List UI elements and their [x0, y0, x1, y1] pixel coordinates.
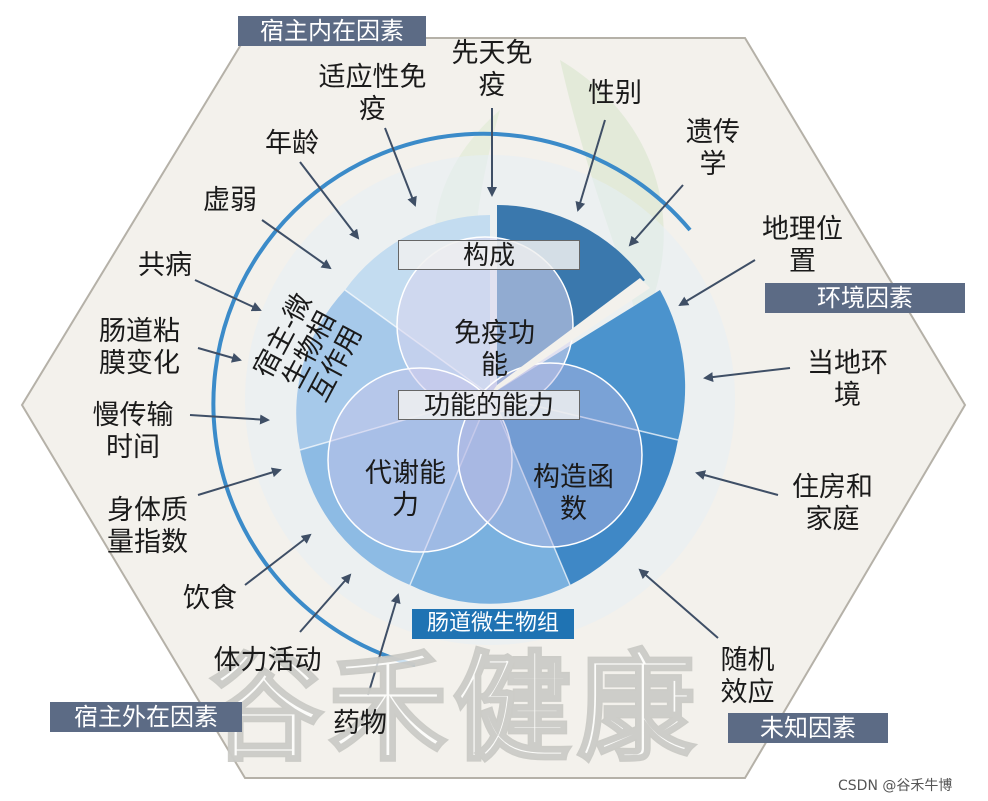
tag-host-extrinsic: 宿主外在因素 — [50, 702, 242, 732]
factor-mucosa-change: 肠道粘 膜变化 — [82, 316, 197, 380]
tag-gut-microbiome: 肠道微生物组 — [412, 609, 574, 639]
label-structural-function: 构造函 数 — [516, 462, 631, 526]
factor-random-effect: 随机 效应 — [700, 645, 795, 709]
factor-sex: 性别 — [575, 78, 655, 110]
factor-medication: 药物 — [320, 708, 400, 740]
label-composition: 构成 — [398, 240, 580, 270]
factor-genetics: 遗传 学 — [668, 117, 758, 181]
factor-slow-transit: 慢传输 时间 — [78, 400, 188, 464]
factor-innate-immunity: 先天免 疫 — [432, 38, 552, 102]
tag-unknown: 未知因素 — [728, 713, 888, 743]
label-metabolic-ability: 代谢能 力 — [348, 458, 463, 522]
factor-housing-family: 住房和 家庭 — [775, 472, 890, 536]
factor-local-environment: 当地环 境 — [790, 348, 905, 412]
factor-adaptive-immunity: 适应性免 疫 — [300, 62, 445, 126]
label-function-ability: 功能的能力 — [398, 390, 580, 420]
factor-geography: 地理位 置 — [745, 214, 860, 278]
factor-age: 年龄 — [252, 128, 332, 160]
factor-bmi: 身体质 量指数 — [90, 495, 205, 559]
factor-frailty: 虚弱 — [190, 185, 270, 217]
credit-text: CSDN @谷禾牛博 — [838, 775, 952, 795]
tag-environment: 环境因素 — [765, 283, 965, 313]
factor-diet: 饮食 — [170, 583, 250, 615]
factor-physical-activity: 体力活动 — [195, 645, 340, 677]
tag-host-intrinsic: 宿主内在因素 — [238, 16, 426, 46]
label-immune-function: 免疫功 能 — [432, 318, 557, 382]
factor-comorbidity: 共病 — [125, 250, 205, 282]
